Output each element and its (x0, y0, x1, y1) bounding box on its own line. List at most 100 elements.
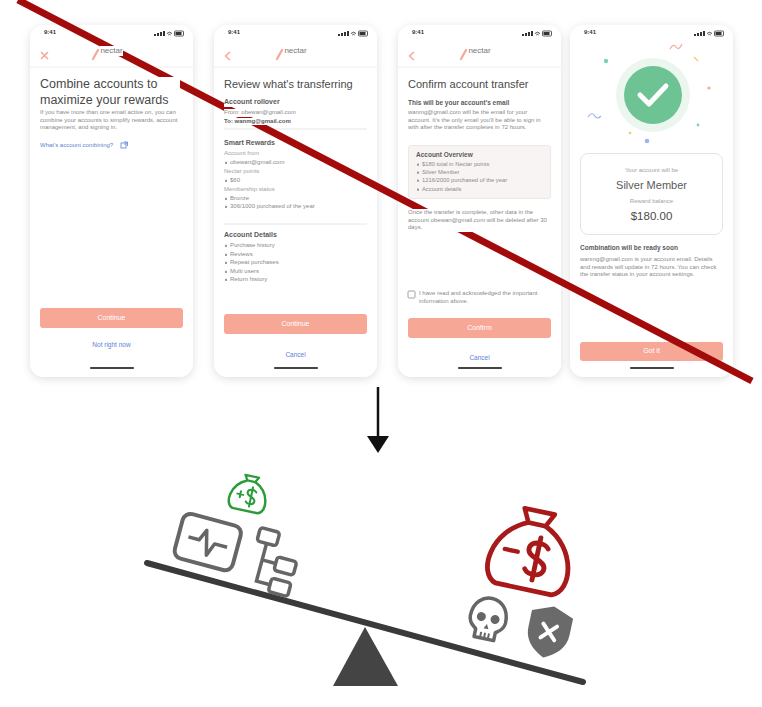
down-arrow (367, 436, 389, 453)
down-arrow (367, 387, 389, 453)
body-text: Once the transfer is complete, other dat… (408, 209, 551, 232)
confetti (707, 86, 710, 89)
overview-box: Account Overview$180 total in Nectar poi… (408, 145, 551, 199)
external-link-icon (124, 142, 128, 146)
status-time: 9:41 (228, 29, 240, 37)
screen-title: Review what's transferring (224, 78, 353, 92)
hierarchy-icon (268, 578, 291, 597)
ui-text: Reward balance (630, 198, 673, 206)
money-gain-icon (227, 473, 270, 515)
hierarchy-icon (256, 543, 280, 584)
button-label: Got it (643, 347, 660, 356)
phone-frame (338, 31, 368, 36)
list-item: obewan@gmail.com (224, 159, 284, 167)
list-item: Bronze (224, 195, 249, 203)
ui-text: $180.00 (631, 209, 673, 223)
money-loss-icon (523, 536, 550, 582)
primary-button: Continue (40, 308, 183, 328)
external-link-icon (121, 142, 128, 148)
skull-icon (476, 611, 487, 622)
skull-icon (466, 595, 510, 643)
link-text: Cancel (285, 351, 305, 359)
list-item: Multi users (224, 268, 259, 276)
logo-text: nectar (284, 46, 306, 56)
skull-icon (490, 614, 501, 625)
phone-frame (631, 368, 673, 369)
phone-body (214, 25, 377, 377)
balance-scale (147, 563, 583, 686)
scale-fulcrum (333, 627, 398, 686)
status-time: 9:41 (584, 29, 596, 37)
skull-icon (480, 632, 489, 640)
confetti (629, 132, 632, 135)
money-gain-icon (227, 477, 269, 514)
money-loss-icon (484, 516, 577, 597)
monitor-icon (185, 526, 230, 560)
back-icon (226, 52, 231, 60)
phone-frame (93, 50, 98, 59)
confetti (588, 114, 601, 118)
success-circle (624, 66, 682, 124)
phone-frame (214, 25, 377, 377)
ui-text: Silver Member (616, 179, 687, 193)
close-icon (41, 52, 48, 59)
success-ring (616, 58, 690, 132)
confetti (694, 57, 698, 61)
logo-text: nectar (100, 46, 122, 56)
phone-body (30, 25, 193, 377)
phone-frame (154, 31, 184, 36)
shield-x-icon (540, 624, 557, 641)
confetti (604, 59, 608, 63)
primary-button: Continue (224, 314, 367, 334)
phone-screen: 9:41 nectarConfirm account transferThis w… (398, 25, 561, 377)
money-loss-icon (505, 549, 518, 552)
screen-title: Confirm account transfer (408, 78, 528, 92)
confetti (697, 124, 700, 127)
checkbox-label: I have read and acknowledged the importa… (419, 290, 551, 305)
list-item: Reviews (224, 251, 253, 259)
field-label: Nectar points (224, 168, 259, 176)
phone-body (570, 25, 733, 377)
phone-body (398, 25, 561, 377)
button-label: Continue (281, 320, 309, 329)
divider (224, 224, 367, 225)
hierarchy-icon (245, 527, 303, 596)
section-heading: This will be your account's email (408, 99, 509, 107)
phone-frame (694, 31, 724, 36)
phone-frame (570, 25, 733, 377)
phone-frame (522, 31, 552, 36)
list-item: 306/1000 purchased of the year (224, 203, 315, 211)
shield-x-icon (523, 602, 575, 662)
logo-text: nectar (468, 46, 490, 56)
screen-title: Combine accounts to maximize your reward… (40, 77, 180, 108)
button-label: Continue (97, 314, 125, 323)
section-heading: Combination will be ready soon (580, 244, 678, 252)
primary-button: Confirm (408, 318, 551, 338)
monitor-icon (173, 512, 243, 572)
monitor-icon (173, 512, 243, 572)
link-text: Not right now (92, 341, 130, 349)
phone-frame (398, 25, 561, 377)
list-item: Purchase history (224, 242, 275, 250)
divider (214, 67, 377, 68)
phone-frame (277, 50, 282, 59)
back-icon (410, 52, 415, 60)
down-arrow (377, 387, 380, 440)
divider (30, 67, 193, 68)
money-gain-icon (237, 491, 244, 498)
link-text: Cancel (469, 354, 489, 362)
strike-line (18, 0, 752, 381)
section-heading: Account Details (224, 231, 277, 240)
status-time: 9:41 (412, 29, 424, 37)
hierarchy-icon (274, 557, 297, 576)
phone-frame (459, 368, 501, 369)
skull-icon (466, 595, 510, 643)
section-heading: Account rollover (224, 98, 280, 107)
list-item: Account details (416, 186, 461, 193)
phone-screen: 9:41 nectarReview what's transferringAcco… (214, 25, 377, 377)
status-time: 9:41 (44, 29, 56, 37)
list-item: $180 total in Nectar points (416, 161, 489, 168)
body-text: wanmg@gmail.com is your account email. D… (580, 256, 723, 279)
field-label: Account from (224, 150, 259, 158)
